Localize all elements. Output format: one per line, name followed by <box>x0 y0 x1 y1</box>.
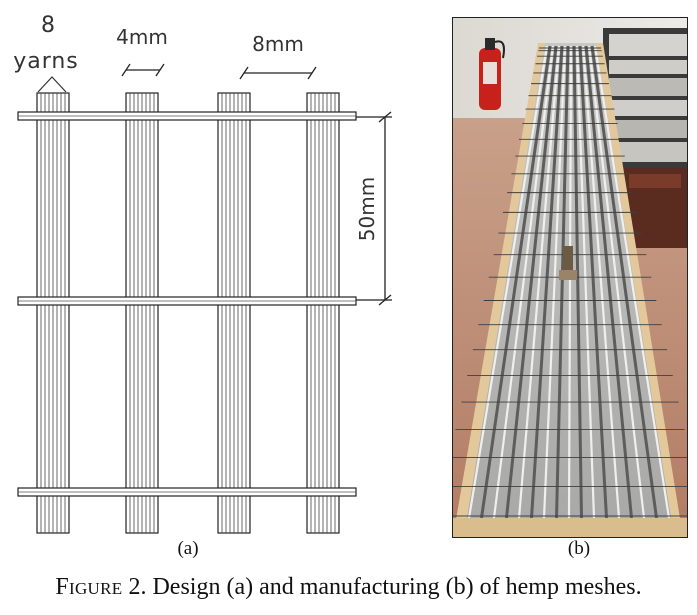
fire-extinguisher-icon <box>479 38 505 110</box>
dimension-4mm-line <box>121 63 165 77</box>
caption-figure-word: Figure <box>55 574 123 600</box>
caption-text: Design (a) and manufacturing (b) of hemp… <box>152 574 642 600</box>
yarn-count-label: 8 <box>41 13 55 38</box>
weft-bar <box>17 296 357 306</box>
weft-bar <box>17 487 357 497</box>
sublabel-a: (a) <box>177 538 199 559</box>
dimension-4mm-label: 4mm <box>116 25 168 49</box>
photo-warp-yarn <box>530 45 564 519</box>
photo-warp-yarn <box>555 45 570 519</box>
caption-figure-number: 2. <box>128 574 147 600</box>
photo-warp-yarn <box>590 45 658 519</box>
warp-strip <box>125 92 159 534</box>
warp-strip <box>217 92 251 534</box>
hemp-mesh <box>453 45 687 519</box>
warp-yarn-strips <box>36 92 340 534</box>
mesh-design-drawing: 8 yarns 4mm 8mm 50mm <box>13 13 392 534</box>
warp-strip <box>306 92 340 534</box>
clamp-tool-icon <box>559 246 577 280</box>
photo-warp-yarn <box>578 45 608 519</box>
photo-warp-yarn <box>492 45 555 519</box>
photo-warp-yarn <box>467 45 549 519</box>
photo-warp-yarn <box>542 45 567 519</box>
photo-warp-yarn <box>575 45 596 519</box>
photo-warp-yarn <box>480 45 552 519</box>
dimension-50mm-line <box>356 111 392 306</box>
photo-warp-yarn <box>581 45 621 519</box>
photo-warp-yarn <box>572 45 583 519</box>
photo-warp-yarn <box>584 45 633 519</box>
sublabel-b: (b) <box>567 538 591 559</box>
mould-end-frame <box>453 518 687 537</box>
photo-warp-yarn <box>587 45 646 519</box>
dimension-50mm-label: 50mm <box>355 177 379 241</box>
photo-warp-yarn <box>505 45 558 519</box>
dimension-8mm-line <box>239 66 317 80</box>
photo-warp-yarn <box>567 45 573 519</box>
photo-warp-yarn <box>593 45 671 519</box>
manufacturing-photo <box>452 17 688 538</box>
yarn-pointer-icon <box>37 76 67 93</box>
warp-strip <box>36 92 70 534</box>
dimension-8mm-label: 8mm <box>252 32 304 56</box>
figure-caption: Figure 2. Design (a) and manufacturing (… <box>0 574 697 601</box>
weft-yarn-bars <box>17 111 357 497</box>
weft-bar <box>17 111 357 121</box>
photo-warp-yarn <box>517 45 561 519</box>
yarn-word-label: yarns <box>13 49 79 74</box>
